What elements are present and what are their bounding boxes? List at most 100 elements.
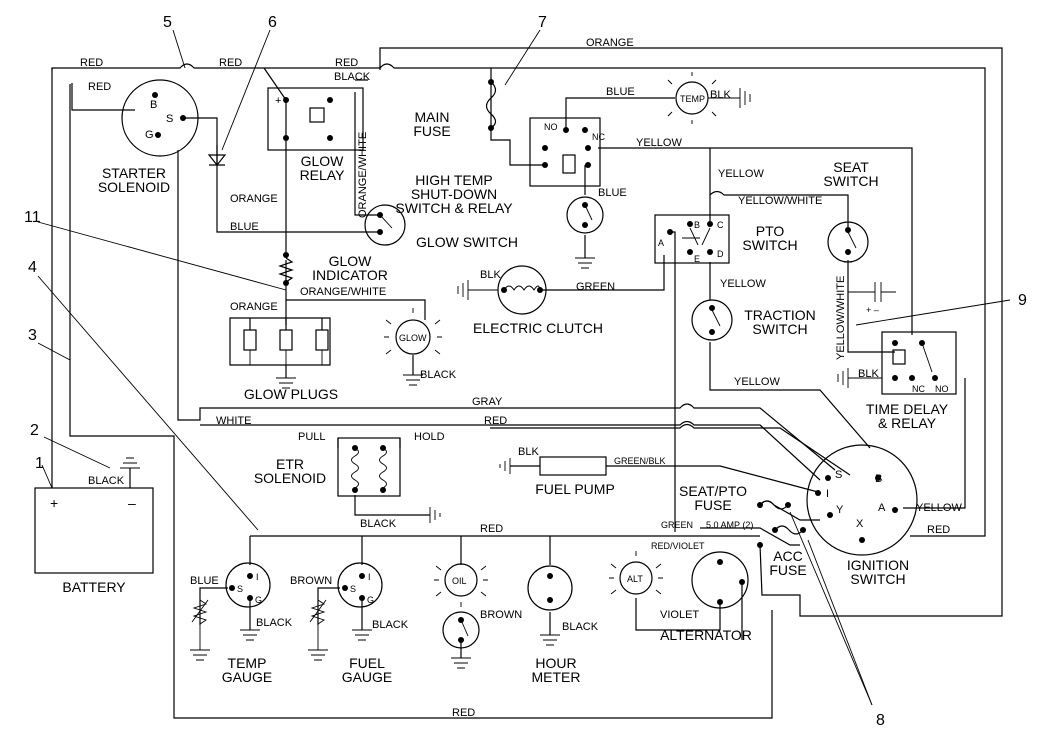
glow-lamp-label: GLOW bbox=[399, 333, 427, 343]
high-temp-switch bbox=[566, 196, 604, 234]
pto-term-b: B bbox=[694, 220, 700, 230]
glow-relay-plus: + bbox=[275, 95, 281, 107]
alt-lamp bbox=[619, 561, 653, 595]
wire-black-battery: BLACK bbox=[88, 475, 125, 487]
hour-meter-ground bbox=[540, 634, 560, 646]
temp-lamp-label: TEMP bbox=[680, 94, 705, 104]
callout-1: 1 bbox=[35, 455, 44, 472]
wire-blk-td: BLK bbox=[858, 368, 879, 380]
wire-green-fuse: GREEN bbox=[661, 520, 693, 530]
wire-orange-plugs: ORANGE bbox=[230, 301, 278, 313]
wire-red-1: RED bbox=[80, 57, 103, 69]
wire-amp: 5.0 AMP (2) bbox=[706, 520, 753, 530]
td-term-nc: NC bbox=[912, 384, 925, 394]
tg-term-s: S bbox=[237, 584, 243, 594]
oil-switch bbox=[442, 611, 480, 649]
callout-2: 2 bbox=[30, 422, 39, 439]
wire-yellow-white-vert: YELLOW/WHITE bbox=[835, 276, 847, 360]
wire-orange-white-indic: ORANGE/WHITE bbox=[300, 286, 386, 298]
wire-red-4: RED bbox=[335, 57, 358, 69]
label-time-delay: TIME DELAY& RELAY bbox=[866, 401, 949, 431]
traction-switch bbox=[691, 299, 733, 341]
battery-ground bbox=[120, 457, 140, 469]
etr-solenoid-box bbox=[337, 437, 401, 497]
diode-symbol bbox=[207, 154, 227, 166]
battery-body bbox=[34, 487, 154, 574]
alternator-body bbox=[691, 551, 749, 609]
wire-blk-clutch: BLK bbox=[480, 269, 501, 281]
oil-lamp bbox=[444, 563, 478, 597]
wire-red-3: RED bbox=[219, 57, 242, 69]
callout-11: 11 bbox=[24, 209, 41, 226]
components: B S G + NO NC TEMP bbox=[34, 72, 957, 669]
fuel-sender-ground bbox=[308, 625, 328, 661]
pto-term-d: D bbox=[717, 249, 724, 259]
wire-white: WHITE bbox=[216, 415, 251, 427]
ht-term-nc: NC bbox=[592, 132, 605, 142]
glow-switch bbox=[364, 204, 406, 246]
pto-term-a: A bbox=[658, 238, 664, 248]
high-temp-ground bbox=[575, 257, 595, 269]
wire-blue-temp-g: BLUE bbox=[190, 575, 219, 587]
pto-term-e: E bbox=[694, 254, 700, 264]
wire-black-glow: BLACK bbox=[420, 369, 457, 381]
wire-hold: HOLD bbox=[414, 431, 445, 443]
wire-red-bottom: RED bbox=[452, 707, 475, 719]
fg-term-i: I bbox=[368, 572, 371, 582]
callout-5: 5 bbox=[163, 14, 172, 31]
ignition-switch-body bbox=[806, 444, 918, 556]
label-glow-plugs: GLOW PLUGS bbox=[244, 386, 338, 402]
wire-blue-ht: BLUE bbox=[598, 187, 627, 199]
pto-switch-box bbox=[654, 214, 730, 264]
starter-solenoid-body bbox=[121, 79, 199, 157]
seat-switch bbox=[827, 221, 869, 263]
wires bbox=[51, 47, 1003, 719]
glow-plugs-ground bbox=[276, 377, 296, 389]
wire-yellow-white: YELLOW/WHITE bbox=[738, 195, 822, 207]
glow-relay-box bbox=[267, 87, 364, 151]
wire-black-fuel: BLACK bbox=[372, 619, 409, 631]
ign-term-x: X bbox=[856, 518, 864, 530]
temp-sender-ground bbox=[190, 625, 210, 661]
fuel-gauge-body bbox=[337, 562, 383, 608]
ign-term-y: Y bbox=[836, 504, 844, 516]
oil-switch-ground bbox=[451, 657, 471, 669]
battery-plus: + bbox=[50, 495, 58, 511]
wire-red-5: RED bbox=[484, 415, 507, 427]
wire-black-temp: BLACK bbox=[256, 617, 293, 629]
glow-plug-2 bbox=[279, 329, 293, 351]
high-temp-relay-box bbox=[529, 117, 601, 187]
label-alternator: ALTERNATOR bbox=[660, 627, 752, 643]
wire-red-ign: RED bbox=[927, 524, 950, 536]
wire-brown-oil: BROWN bbox=[480, 609, 522, 621]
wire-gray: GRAY bbox=[472, 396, 503, 408]
wire-red-2: RED bbox=[88, 81, 111, 93]
temp-sender bbox=[191, 599, 209, 625]
callout-leaders bbox=[37, 29, 1011, 706]
wire-red-violet: RED/VIOLET bbox=[651, 541, 705, 551]
wire-blk-fuel: BLK bbox=[518, 446, 539, 458]
wire-labels: RED RED RED RED BLACK ORANGE BLUE BLK YE… bbox=[80, 37, 962, 719]
callout-4: 4 bbox=[28, 259, 37, 276]
wire-green-blk: GREEN/BLK bbox=[614, 456, 666, 466]
label-electric-clutch: ELECTRIC CLUTCH bbox=[473, 320, 603, 336]
label-glow-switch: GLOW SWITCH bbox=[416, 234, 518, 250]
cap-pm: + – bbox=[866, 305, 879, 315]
temp-gauge-body bbox=[225, 562, 271, 608]
glow-lamp-ground bbox=[403, 374, 423, 386]
tg-term-i: I bbox=[256, 572, 259, 582]
callout-6: 6 bbox=[268, 14, 277, 31]
callout-numbers: 1 2 3 4 5 6 7 8 9 11 bbox=[24, 14, 1027, 729]
